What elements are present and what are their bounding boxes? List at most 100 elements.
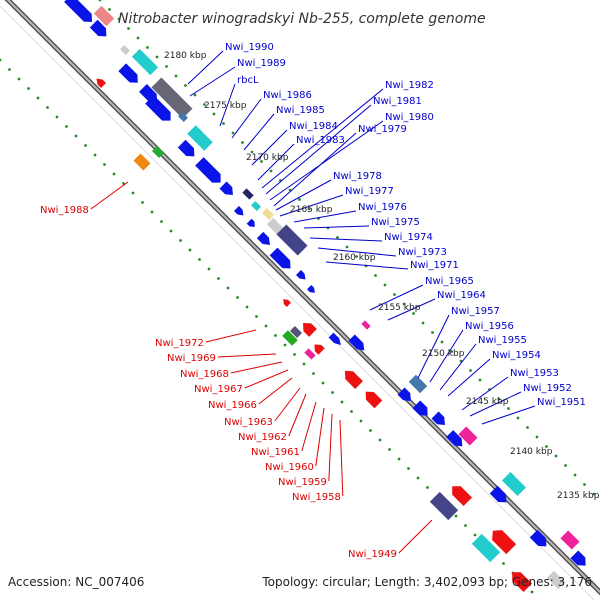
tick-dot	[207, 267, 211, 271]
forward-leader-line	[189, 66, 236, 97]
tick-dot	[217, 277, 220, 280]
forward-leader-line	[439, 343, 477, 391]
tick-dot	[174, 74, 178, 78]
forward-gene	[529, 529, 547, 547]
tick-dot	[469, 369, 472, 372]
tick-dot	[402, 302, 406, 306]
forward-gene-label: Nwi_1978	[333, 171, 382, 182]
reverse-leader-line	[90, 181, 129, 210]
tick-dot	[407, 467, 410, 470]
tick-dot	[464, 524, 467, 527]
reverse-gene-label: Nwi_1972	[155, 338, 204, 349]
gene-shape	[458, 426, 478, 446]
tick-dot	[336, 236, 339, 239]
kbp-tick-label: 2165 kbp	[290, 205, 333, 215]
reverse-gene	[93, 5, 115, 27]
kbp-tick-label: 2150 kbp	[422, 349, 465, 359]
forward-leader-line	[187, 50, 224, 85]
gene-shape	[361, 320, 371, 330]
reverse-gene-label: Nwi_1960	[265, 462, 314, 473]
forward-leader-line	[273, 132, 357, 207]
reverse-gene-label: Nwi_1963	[224, 417, 273, 428]
forward-leader-line	[261, 88, 384, 189]
gene-shape	[195, 157, 221, 183]
tick-dot	[188, 248, 192, 252]
tick-dot	[393, 293, 396, 296]
tick-dot	[388, 448, 391, 451]
accession-text: Accession: NC_007406	[8, 575, 144, 589]
forward-leader-line	[251, 129, 288, 166]
tick-dot	[255, 315, 258, 318]
gene-shape	[145, 95, 171, 121]
tick-dot	[583, 483, 586, 486]
forward-gene	[177, 139, 195, 157]
forward-leader-line	[429, 329, 464, 383]
forward-leader-line	[275, 179, 332, 211]
forward-leader-line	[293, 210, 357, 223]
tick-dot	[103, 163, 106, 166]
forward-gene	[118, 63, 138, 83]
tick-dot	[46, 106, 49, 109]
kbp-tick-label: 2145 kbp	[466, 397, 509, 407]
forward-gene-label: Nwi_1974	[384, 232, 433, 243]
reverse-gene	[546, 570, 566, 590]
tick-dot	[450, 350, 453, 353]
forward-gene-label: Nwi_1985	[276, 105, 325, 116]
tick-dot	[355, 255, 358, 258]
tick-dot	[160, 220, 163, 223]
label-leader-lines	[90, 50, 536, 554]
gene-features	[64, 0, 586, 593]
tick-dot	[264, 324, 268, 328]
forward-gene	[397, 387, 411, 401]
gene-shape	[233, 205, 244, 216]
tick-dot	[535, 435, 539, 439]
topology-text: Topology: circular; Length: 3,402,093 bp…	[261, 575, 592, 589]
forward-leader-line	[325, 261, 409, 270]
gene-shape	[501, 471, 527, 497]
gene-shape	[283, 299, 291, 307]
reverse-gene	[283, 299, 291, 307]
gene-shape	[304, 348, 316, 360]
gene-shape	[256, 231, 270, 245]
gene-shape	[365, 391, 383, 409]
tick-dot	[98, 0, 102, 2]
tick-dot	[592, 492, 596, 496]
forward-gene-label: Nwi_1989	[237, 58, 286, 69]
tick-dot	[0, 58, 2, 62]
gene-shape	[429, 491, 459, 521]
reverse-leader-line	[230, 361, 283, 374]
forward-gene	[489, 485, 507, 503]
forward-leader-line	[243, 113, 275, 151]
kbp-tick-label: 2180 kbp	[164, 51, 207, 61]
reverse-leader-line	[301, 401, 317, 452]
tick-dot	[412, 312, 415, 315]
forward-gene-label: Nwi_1952	[523, 383, 572, 394]
forward-gene	[242, 188, 254, 200]
kbp-tick-label: 2175 kbp	[204, 101, 247, 111]
tick-dot	[307, 207, 311, 211]
gene-shape	[118, 63, 138, 83]
forward-leader-line	[265, 104, 372, 195]
reverse-gene	[452, 486, 473, 507]
gene-shape	[246, 218, 255, 227]
gene-shape	[328, 332, 341, 345]
tick-dot	[250, 150, 254, 154]
forward-gene	[412, 400, 428, 416]
tick-dot	[169, 229, 173, 233]
forward-gene-label: Nwi_1976	[358, 202, 407, 213]
gene-shape	[93, 5, 115, 27]
forward-gene	[131, 48, 159, 76]
tick-dot	[426, 486, 429, 489]
gene-labels[interactable]: Nwi_1990Nwi_1989rbcLNwi_1986Nwi_1985Nwi_…	[40, 42, 586, 560]
tick-dot	[321, 381, 325, 385]
reverse-gene-label: Nwi_1961	[251, 447, 300, 458]
gene-shape	[269, 247, 291, 269]
tick-dot	[150, 210, 154, 214]
gene-shape	[151, 145, 165, 159]
reverse-gene-label: Nwi_1959	[278, 477, 327, 488]
gene-shape	[570, 550, 586, 566]
reverse-gene-label: Nwi_1967	[194, 384, 243, 395]
